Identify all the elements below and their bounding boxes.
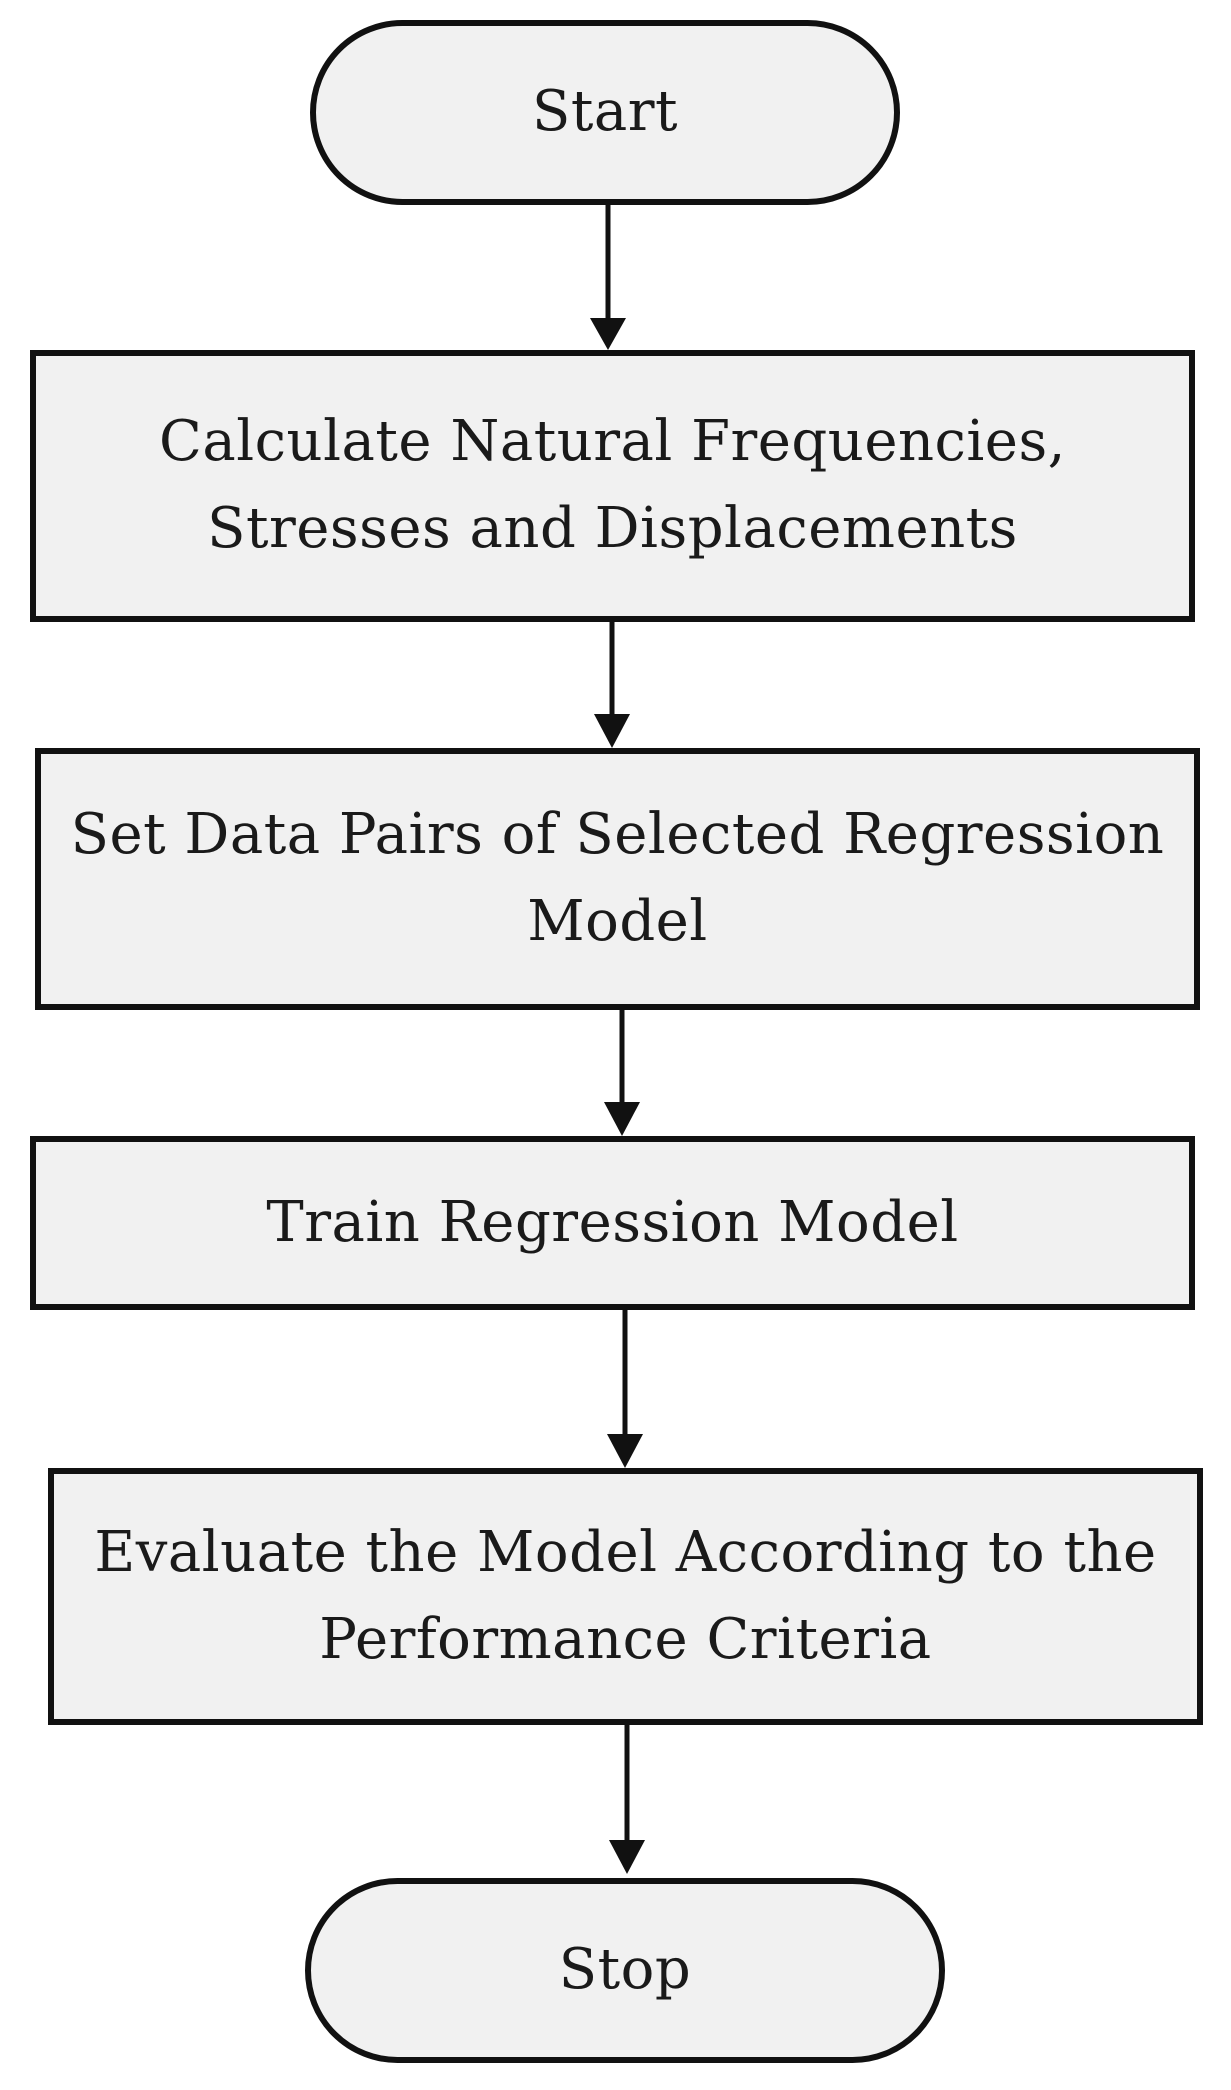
arrow-step1-to-step2 [594, 622, 630, 748]
start-terminal: Start [310, 20, 900, 205]
stop-terminal: Stop [305, 1878, 945, 2063]
arrow-step2-to-step3 [604, 1010, 640, 1136]
step-evaluate-model: Evaluate the Model According to the Perf… [48, 1468, 1203, 1725]
arrow-step4-to-stop [609, 1725, 645, 1874]
step-evaluate-model-label: Evaluate the Model According to the Perf… [94, 1519, 1157, 1672]
stop-label: Stop [558, 1937, 692, 2003]
step-calculate-frequencies: Calculate Natural Frequencies, Stresses … [30, 350, 1195, 622]
arrow-step3-to-step4 [607, 1310, 643, 1468]
step-set-data-pairs: Set Data Pairs of Selected Regression Mo… [35, 748, 1200, 1010]
start-label: Start [531, 79, 679, 145]
step-train-model-label: Train Regression Model [266, 1189, 959, 1255]
arrow-start-to-step1 [590, 205, 626, 350]
step-train-model: Train Regression Model [30, 1136, 1195, 1310]
step-set-data-pairs-label: Set Data Pairs of Selected Regression Mo… [70, 802, 1165, 954]
step-calculate-frequencies-label: Calculate Natural Frequencies, Stresses … [159, 409, 1066, 561]
